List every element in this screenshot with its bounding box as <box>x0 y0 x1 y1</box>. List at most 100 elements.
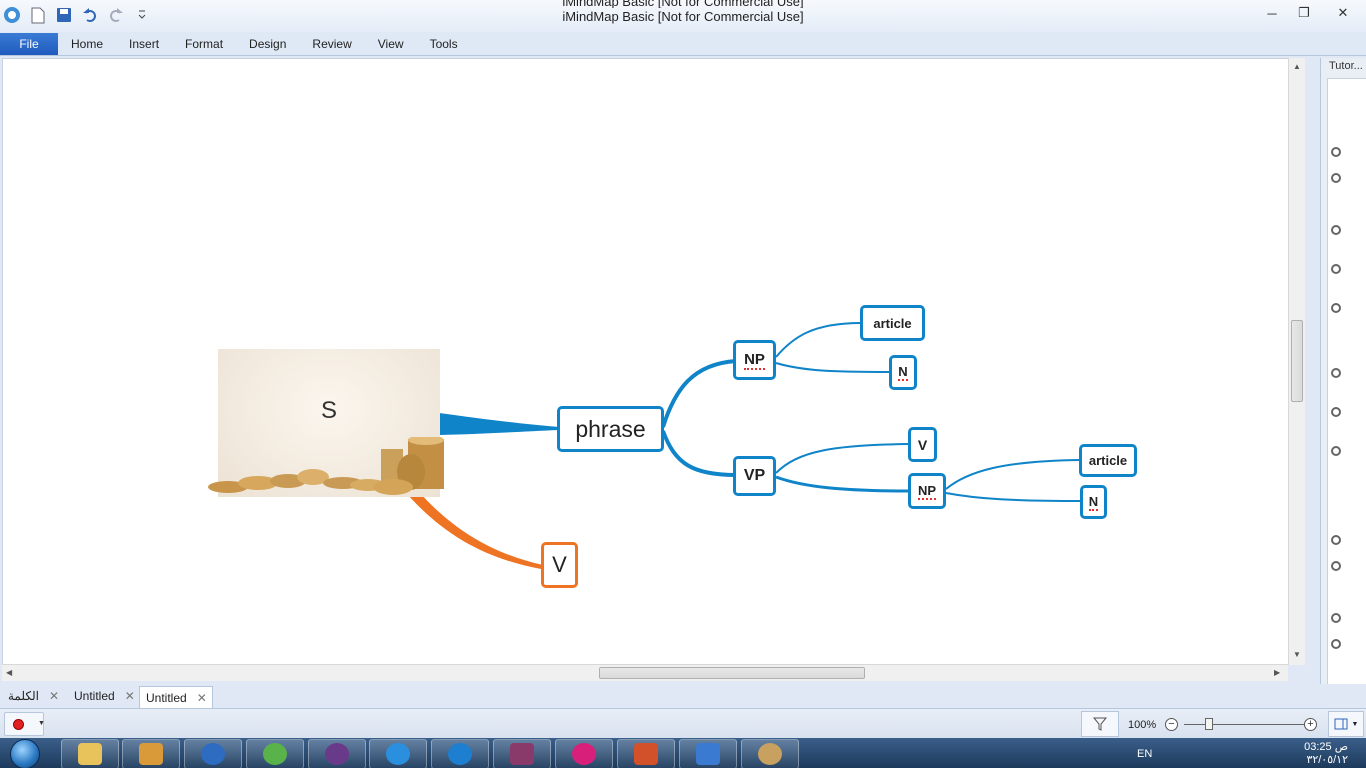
side-item-icon[interactable] <box>1331 173 1341 183</box>
doc-tab-1[interactable]: الكلمة ✕ <box>2 686 65 706</box>
side-item-icon[interactable] <box>1331 535 1341 545</box>
taskbar-app-2[interactable] <box>122 739 180 768</box>
minimize-icon[interactable]: ─ <box>1267 5 1277 21</box>
side-panel-content <box>1327 78 1366 704</box>
filter-button[interactable] <box>1081 711 1119 737</box>
zoom-out-button[interactable]: − <box>1165 718 1178 731</box>
taskbar-paint[interactable] <box>741 739 799 768</box>
doc-tab-2[interactable]: Untitled ✕ <box>68 686 141 706</box>
node-vp[interactable]: VP <box>733 456 776 496</box>
branch-np-article[interactable] <box>775 322 862 358</box>
taskbar-messenger[interactable] <box>246 739 304 768</box>
close-tab-icon[interactable]: ✕ <box>48 689 60 703</box>
taskbar-explorer[interactable] <box>61 739 119 768</box>
taskbar-app-7[interactable] <box>431 739 489 768</box>
messenger-icon <box>263 743 287 765</box>
new-file-icon[interactable] <box>28 5 48 25</box>
tab-view[interactable]: View <box>377 36 404 51</box>
side-item-icon[interactable] <box>1331 561 1341 571</box>
branch-vp-v[interactable] <box>775 443 910 474</box>
start-button[interactable] <box>4 739 46 768</box>
vertical-scrollbar[interactable]: ▲ ▼ <box>1288 58 1305 665</box>
customize-toolbar-icon[interactable] <box>132 5 152 25</box>
tab-home[interactable]: Home <box>71 36 104 51</box>
zoom-slider-handle[interactable] <box>1205 718 1213 730</box>
title-bar: iMindMap Basic [Not for Commercial Use] … <box>0 0 1366 32</box>
layout-toggle-button[interactable]: ▼ <box>1328 711 1364 737</box>
horizontal-scrollbar[interactable]: ◀ ▶ <box>2 664 1288 681</box>
record-button[interactable]: ▼ <box>4 712 45 736</box>
node-n-2[interactable]: N <box>1080 485 1107 519</box>
tab-review[interactable]: Review <box>312 36 352 51</box>
tab-design[interactable]: Design <box>249 36 287 51</box>
taskbar-winrar[interactable] <box>493 739 551 768</box>
doc-tab-3-active[interactable]: Untitled ✕ <box>139 686 213 708</box>
scroll-right-icon[interactable]: ▶ <box>1274 668 1281 677</box>
app-logo-icon[interactable] <box>2 5 22 25</box>
powerpoint-icon <box>634 743 658 765</box>
tab-insert[interactable]: Insert <box>129 36 160 51</box>
close-tab-icon[interactable]: ✕ <box>124 689 135 703</box>
node-article-1[interactable]: article <box>860 305 925 341</box>
branch-np2-article[interactable] <box>945 459 1082 490</box>
tab-format[interactable]: Format <box>185 36 224 51</box>
taskbar-app-5[interactable] <box>308 739 366 768</box>
side-item-icon[interactable] <box>1331 613 1341 623</box>
close-tab-icon[interactable]: ✕ <box>196 690 207 705</box>
scroll-down-icon[interactable]: ▼ <box>1293 650 1301 659</box>
save-icon[interactable] <box>54 5 74 25</box>
side-item-icon[interactable] <box>1331 225 1341 235</box>
node-phrase[interactable]: phrase <box>557 406 664 452</box>
side-item-icon[interactable] <box>1331 264 1341 274</box>
scroll-up-icon[interactable]: ▲ <box>1293 62 1301 71</box>
winrar-icon <box>510 743 534 765</box>
side-item-icon[interactable] <box>1331 303 1341 313</box>
close-icon[interactable]: ✕ <box>1337 5 1349 20</box>
branch-phrase-vp[interactable] <box>661 430 737 477</box>
node-v-orange[interactable]: V <box>541 542 578 588</box>
undo-icon[interactable] <box>80 5 100 25</box>
branch-lines <box>401 322 1083 569</box>
redo-icon[interactable] <box>106 5 126 25</box>
tab-file[interactable]: File <box>0 32 58 55</box>
taskbar-app-9[interactable] <box>555 739 613 768</box>
side-item-icon[interactable] <box>1331 368 1341 378</box>
node-np[interactable]: NP <box>733 340 776 380</box>
app-icon <box>139 743 163 765</box>
branch-vp-np2[interactable] <box>775 475 911 493</box>
side-item-icon[interactable] <box>1331 407 1341 417</box>
language-indicator[interactable]: EN <box>1137 748 1153 760</box>
side-item-icon[interactable] <box>1331 147 1341 157</box>
branch-central-phrase[interactable] <box>439 413 559 435</box>
node-article-2[interactable]: article <box>1079 444 1137 477</box>
taskbar-app-3[interactable] <box>184 739 242 768</box>
scroll-left-icon[interactable]: ◀ <box>6 668 13 677</box>
side-item-icon[interactable] <box>1331 446 1341 456</box>
side-item-icon[interactable] <box>1331 639 1341 649</box>
zoom-slider-track[interactable] <box>1184 724 1304 725</box>
tab-tools[interactable]: Tools <box>429 36 458 51</box>
taskbar-powerpoint[interactable] <box>617 739 675 768</box>
node-v[interactable]: V <box>908 427 937 462</box>
filter-icon <box>1093 717 1107 731</box>
node-n-1[interactable]: N <box>889 355 917 390</box>
title-ghost: iMindMap Basic [Not for Commercial Use] <box>562 0 804 8</box>
branch-np2-n[interactable] <box>945 492 1083 502</box>
branch-np-n[interactable] <box>775 362 892 373</box>
restore-icon[interactable]: ❐ <box>1298 5 1310 20</box>
doc-tab-label: الكلمة <box>8 689 39 703</box>
panel-layout-icon <box>1334 718 1348 730</box>
side-panel-title[interactable]: Tutor... <box>1329 60 1363 72</box>
horizontal-scroll-thumb[interactable] <box>599 667 865 679</box>
node-np-2[interactable]: NP <box>908 473 946 509</box>
zoom-in-button[interactable]: + <box>1304 718 1317 731</box>
record-icon <box>13 719 24 730</box>
taskbar-app-11[interactable] <box>679 739 737 768</box>
branch-phrase-np[interactable] <box>661 359 737 428</box>
zoom-level: 100% <box>1128 719 1157 731</box>
vertical-scroll-thumb[interactable] <box>1291 320 1303 402</box>
clock[interactable]: 03:25 ص ٣٢/٠٥/١٢ <box>1296 741 1348 767</box>
taskbar-ie[interactable] <box>369 739 427 768</box>
mindmap-canvas[interactable]: S phrase V NP VP article N V NP <box>2 58 1290 665</box>
